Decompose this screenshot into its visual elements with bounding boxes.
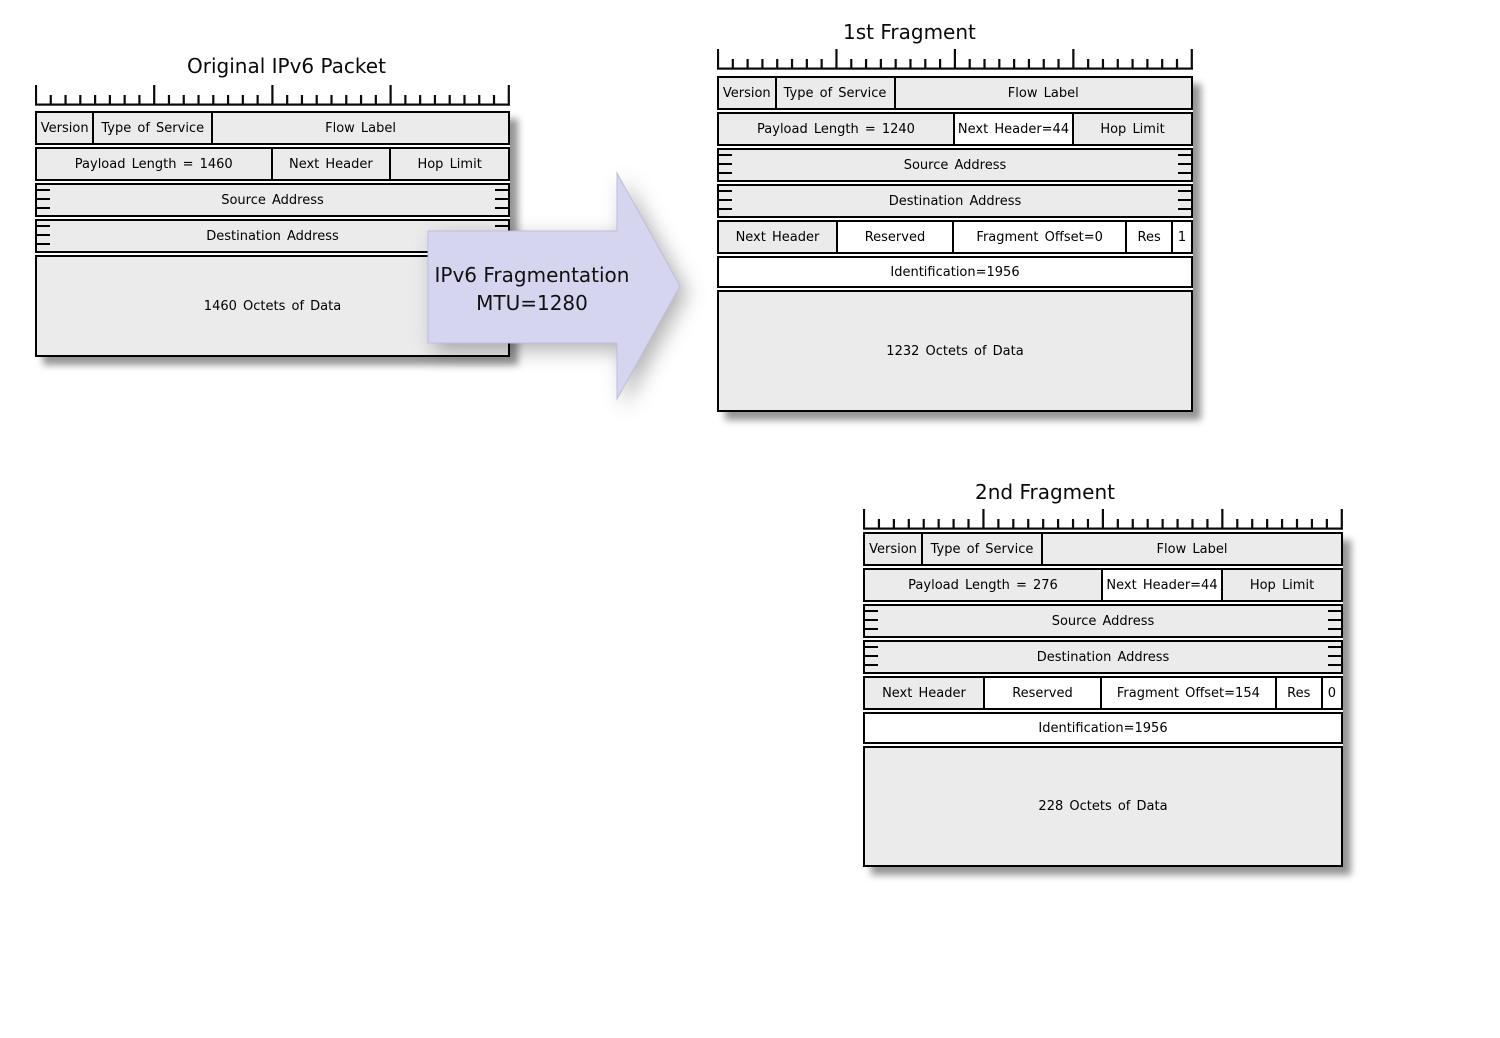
header-word-1: Version Type of Service Flow Label: [863, 532, 1343, 566]
field-type-of-service: Type of Service: [776, 76, 896, 110]
header-word-2: Payload Length = 1240 Next Header=44 Hop…: [717, 112, 1193, 146]
source-address-word: Source Address: [35, 183, 510, 217]
source-address-word: Source Address: [863, 604, 1343, 638]
fragment-header-word: Next Header Reserved Fragment Offset=0 R…: [717, 220, 1193, 254]
field-payload-length: Payload Length = 1460: [35, 147, 273, 181]
identification-word: Identification=1956: [717, 256, 1193, 288]
fragmentation-arrow: [427, 171, 681, 401]
field-type-of-service: Type of Service: [923, 532, 1043, 566]
field-version: Version: [863, 532, 923, 566]
payload-data-block: 1232 Octets of Data: [717, 290, 1193, 412]
field-data-octets: 1232 Octets of Data: [717, 290, 1193, 412]
field-flow-label: Flow Label: [213, 111, 510, 145]
field-flow-label: Flow Label: [1043, 532, 1343, 566]
bit-ruler: [863, 509, 1343, 530]
field-type-of-service: Type of Service: [94, 111, 214, 145]
field-data-octets: 228 Octets of Data: [863, 746, 1343, 867]
fragment2-packet: Version Type of Service Flow Label Paylo…: [863, 532, 1343, 867]
destination-address-word: Destination Address: [717, 184, 1193, 218]
header-word-2: Payload Length = 276 Next Header=44 Hop …: [863, 568, 1343, 602]
field-fragment-offset: Fragment Offset=154: [1102, 676, 1277, 710]
field-version: Version: [35, 111, 95, 145]
field-flow-label: Flow Label: [895, 76, 1193, 110]
fragment-header-word: Next Header Reserved Fragment Offset=154…: [863, 676, 1343, 710]
field-payload-length: Payload Length = 276: [863, 568, 1103, 602]
field-source-address: Source Address: [35, 183, 510, 217]
bit-ruler: [35, 85, 510, 106]
fragmentation-arrow-shape: [427, 171, 681, 401]
fragment1-title: 1st Fragment: [843, 20, 976, 44]
field-identification: Identification=1956: [717, 256, 1193, 288]
arrow-label-line2: MTU=1280: [476, 291, 588, 315]
field-next-header: Next Header: [272, 147, 392, 181]
field-reserved: Reserved: [984, 676, 1103, 710]
fragmentation-arrow-label: IPv6 Fragmentation MTU=1280: [426, 261, 638, 317]
header-word-1: Version Type of Service Flow Label: [35, 111, 510, 145]
identification-word: Identification=1956: [863, 712, 1343, 744]
field-res: Res: [1276, 676, 1323, 710]
header-word-2: Payload Length = 1460 Next Header Hop Li…: [35, 147, 510, 181]
field-next-header: Next Header=44: [955, 112, 1074, 146]
field-res: Res: [1127, 220, 1173, 254]
header-word-1: Version Type of Service Flow Label: [717, 76, 1193, 110]
fragment1-packet: Version Type of Service Flow Label Paylo…: [717, 76, 1193, 412]
source-address-word: Source Address: [717, 148, 1193, 182]
field-source-address: Source Address: [717, 148, 1193, 182]
field-fragment-offset: Fragment Offset=0: [954, 220, 1128, 254]
arrow-label-line1: IPv6 Fragmentation: [434, 263, 630, 287]
field-payload-length: Payload Length = 1240: [717, 112, 955, 146]
field-destination-address: Destination Address: [717, 184, 1193, 218]
field-next-header: Next Header: [863, 676, 985, 710]
field-next-header: Next Header=44: [1103, 568, 1223, 602]
payload-data-block: 228 Octets of Data: [863, 746, 1343, 867]
field-source-address: Source Address: [863, 604, 1343, 638]
field-reserved: Reserved: [837, 220, 955, 254]
field-destination-address: Destination Address: [863, 640, 1343, 674]
field-next-header: Next Header: [717, 220, 838, 254]
field-identification: Identification=1956: [863, 712, 1343, 744]
field-version: Version: [717, 76, 777, 110]
field-hop-limit: Hop Limit: [1074, 112, 1193, 146]
field-m-flag: 0: [1322, 676, 1343, 710]
fragment2-title: 2nd Fragment: [975, 480, 1115, 504]
bit-ruler: [717, 49, 1193, 70]
field-hop-limit: Hop Limit: [391, 147, 510, 181]
original-packet-title: Original IPv6 Packet: [187, 54, 386, 78]
destination-address-word: Destination Address: [863, 640, 1343, 674]
field-hop-limit: Hop Limit: [1223, 568, 1343, 602]
field-m-flag: 1: [1172, 220, 1193, 254]
